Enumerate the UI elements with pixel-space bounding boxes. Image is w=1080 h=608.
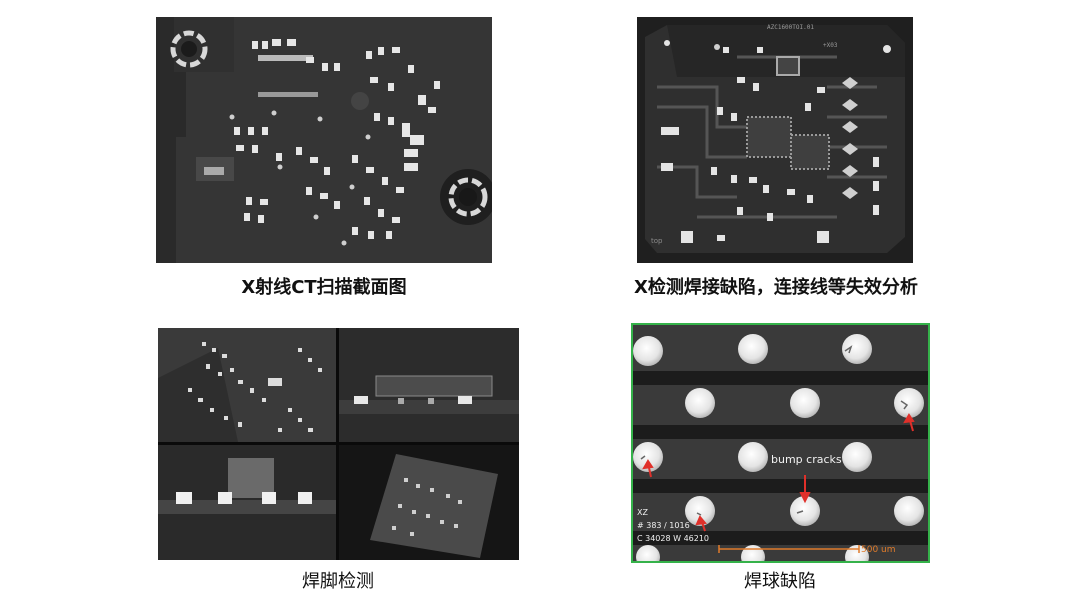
view-label: XZ xyxy=(637,508,648,517)
caption-ball-defect: 焊球缺陷 xyxy=(744,571,816,592)
pcb-net-label: +X03 xyxy=(823,42,838,49)
scale-label: 500 um xyxy=(861,545,896,555)
pcb-top-label: top xyxy=(651,237,663,245)
ct-scan-image xyxy=(156,17,492,263)
caption-ct-scan: X射线CT扫描截面图 xyxy=(241,277,407,298)
pcb-xray-image: AZC1600TOI.01 +X03 top xyxy=(637,17,913,263)
slice-label: # 383 / 1016 xyxy=(637,521,690,530)
pin-inspection-image xyxy=(158,328,519,560)
crack-arrows xyxy=(642,413,915,532)
caption-defect-analysis: X检测焊接缺陷，连接线等失效分析 xyxy=(634,277,918,298)
window-label: C 34028 W 46210 xyxy=(637,534,709,543)
bump-cracks-label: bump cracks xyxy=(771,453,842,466)
scale-bar: 500 um xyxy=(718,545,896,555)
caption-pin-inspection: 焊脚检测 xyxy=(302,571,374,592)
solder-ball-image: bump cracks XZ # 383 / 1016 C 34028 W 46… xyxy=(631,323,930,563)
pcb-id-text: AZC1600TOI.01 xyxy=(767,24,814,31)
